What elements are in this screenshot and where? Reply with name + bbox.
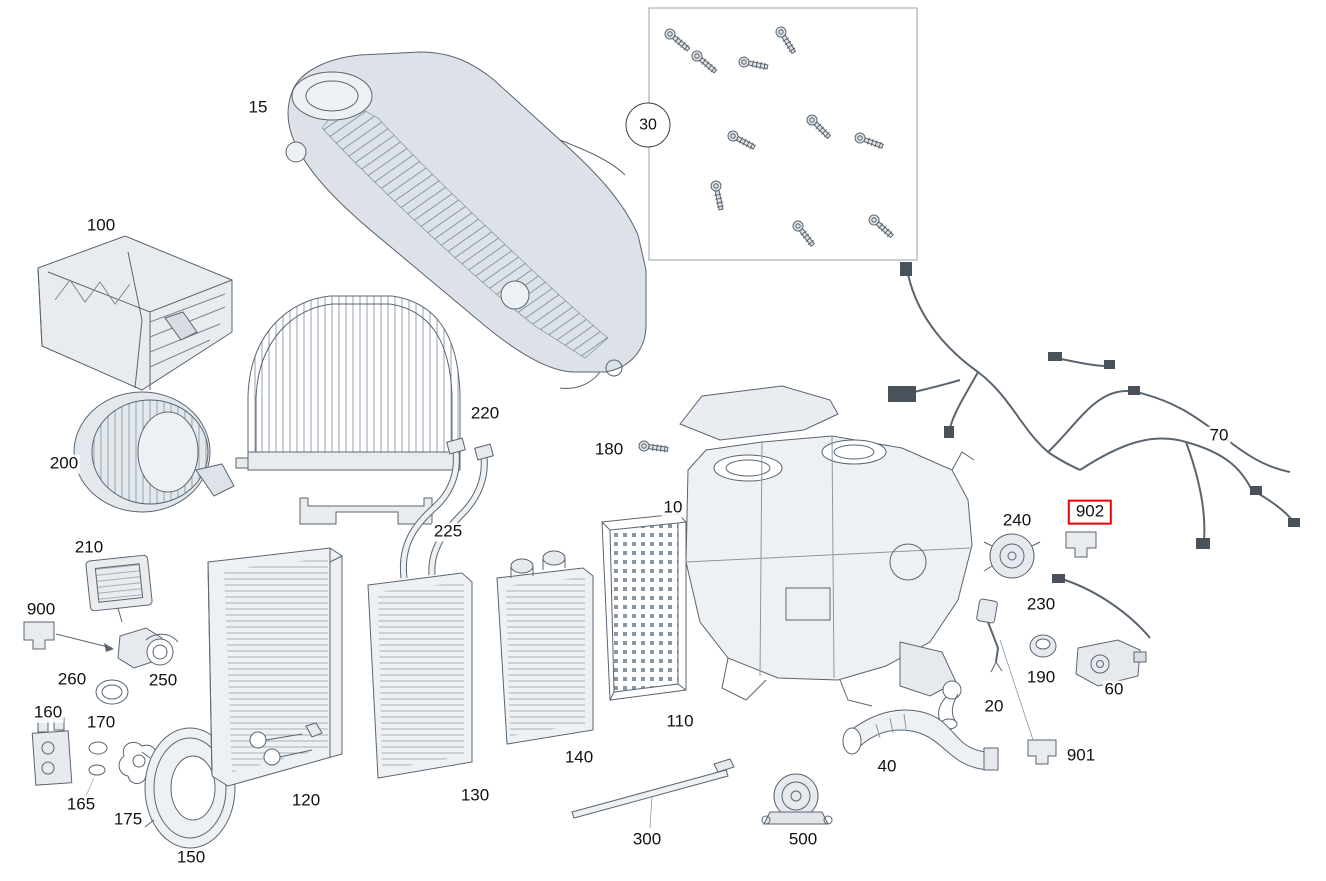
part-240-actuator-motor — [983, 533, 1041, 579]
part-label-100[interactable]: 100 — [84, 215, 118, 236]
part-label-500[interactable]: 500 — [786, 829, 820, 850]
part-300-strip — [571, 758, 735, 829]
part-60-actuator — [1075, 639, 1147, 687]
part-label-901[interactable]: 901 — [1064, 745, 1098, 766]
part-200-blower-wheel — [73, 391, 235, 513]
part-label-175[interactable]: 175 — [111, 809, 145, 830]
part-500-stepper-motor — [761, 773, 833, 825]
part-label-225[interactable]: 225 — [431, 521, 465, 542]
part-label-220[interactable]: 220 — [468, 403, 502, 424]
part-180-screw — [637, 439, 669, 455]
part-label-150[interactable]: 150 — [174, 847, 208, 868]
part-170-165-o-rings — [85, 741, 108, 797]
part-label-30[interactable]: 30 — [625, 102, 671, 148]
part-label-900[interactable]: 900 — [24, 599, 58, 620]
part-label-190[interactable]: 190 — [1024, 667, 1058, 688]
part-label-160[interactable]: 160 — [31, 702, 65, 723]
part-70-wiring-harness — [888, 262, 1300, 639]
part-260-seal-ring — [95, 679, 129, 705]
part-label-200[interactable]: 200 — [47, 453, 81, 474]
part-label-170[interactable]: 170 — [84, 712, 118, 733]
part-label-260[interactable]: 260 — [55, 669, 89, 690]
part-15-air-duct-housing — [285, 51, 647, 389]
fastener-inset-box — [648, 7, 918, 261]
part-40-drain-duct — [842, 709, 999, 771]
part-140-heater-core — [496, 550, 594, 745]
part-220-cabin-filter — [235, 295, 461, 471]
part-110-evaporator — [601, 513, 687, 701]
part-label-70[interactable]: 70 — [1207, 425, 1231, 446]
part-225-filter-cover — [299, 497, 433, 525]
part-120-condenser — [207, 547, 343, 787]
part-label-20[interactable]: 20 — [982, 696, 1006, 717]
part-10-hvac-housing — [679, 385, 975, 707]
part-100-air-intake-housing — [37, 235, 233, 391]
part-210-control-module — [85, 554, 153, 623]
part-label-40[interactable]: 40 — [875, 756, 899, 777]
part-label-10[interactable]: 10 — [661, 497, 685, 518]
part-label-60[interactable]: 60 — [1102, 679, 1126, 700]
part-130-heat-exchanger — [367, 437, 494, 779]
part-label-210[interactable]: 210 — [72, 537, 106, 558]
part-250-clamp-assembly — [117, 627, 179, 669]
part-160-expansion-valve — [31, 717, 73, 786]
part-label-165[interactable]: 165 — [64, 794, 98, 815]
part-label-300[interactable]: 300 — [630, 829, 664, 850]
part-label-130[interactable]: 130 — [458, 785, 492, 806]
part-900-connector — [23, 621, 114, 652]
part-label-15[interactable]: 15 — [246, 97, 270, 118]
part-230-sensor — [976, 598, 1034, 741]
part-label-140[interactable]: 140 — [562, 747, 596, 768]
part-label-110[interactable]: 110 — [664, 711, 696, 732]
part-190-grommet — [1029, 634, 1057, 658]
part-901-connector — [1027, 739, 1057, 765]
part-label-250[interactable]: 250 — [146, 670, 180, 691]
part-label-230[interactable]: 230 — [1024, 594, 1058, 615]
part-label-120[interactable]: 120 — [289, 790, 323, 811]
part-label-180[interactable]: 180 — [592, 439, 626, 460]
part-label-902-selected[interactable]: 902 — [1067, 499, 1113, 525]
part-label-240[interactable]: 240 — [1000, 510, 1034, 531]
part-902-connector — [1065, 531, 1097, 558]
